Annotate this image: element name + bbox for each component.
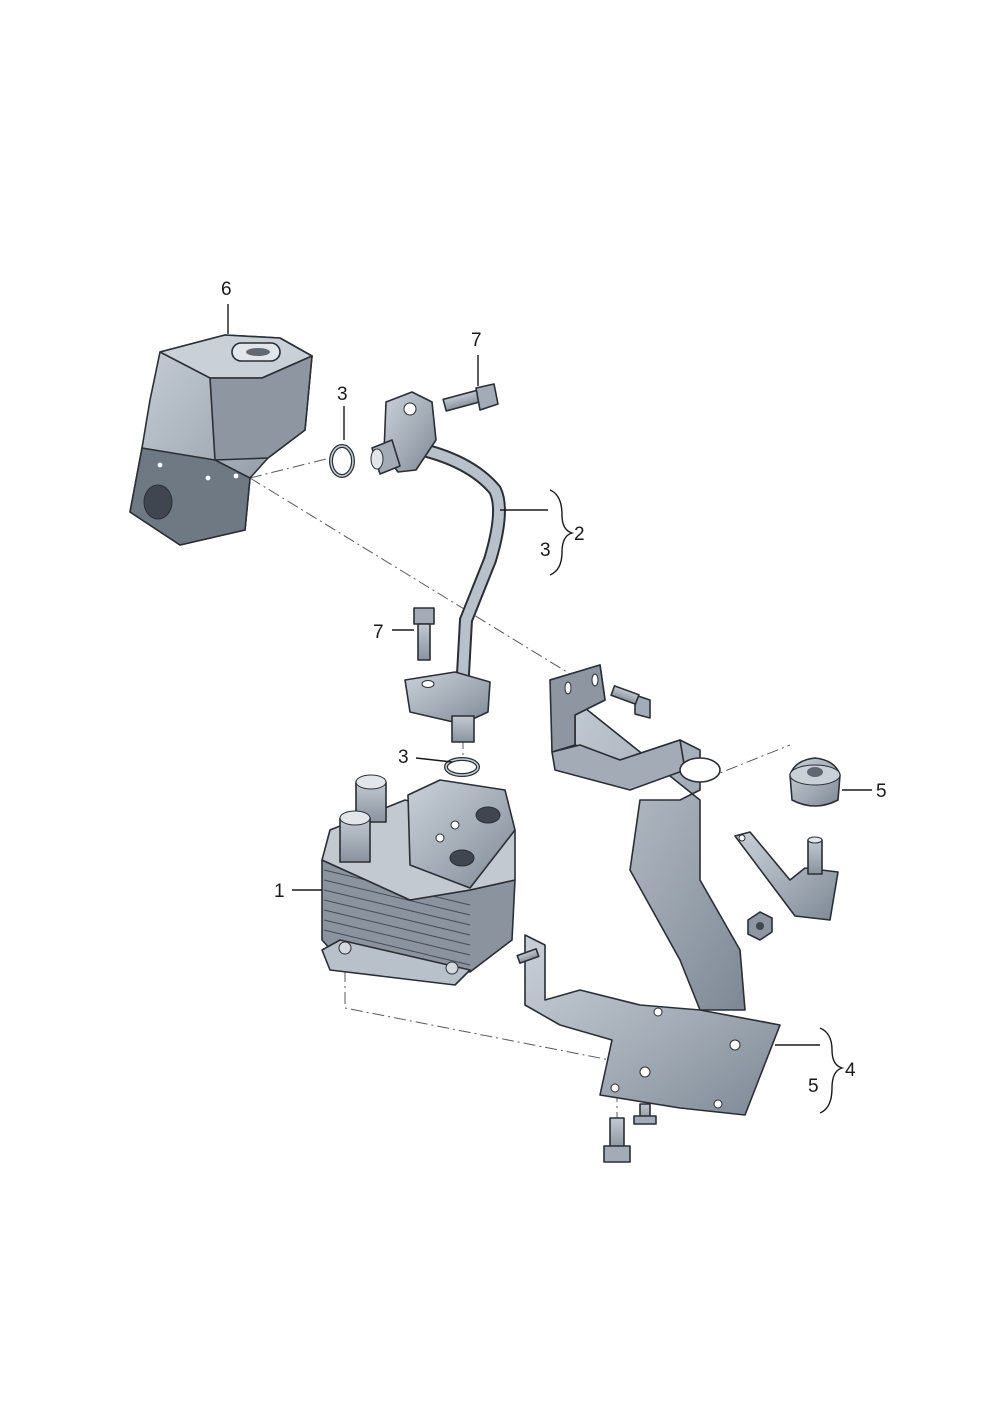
callout-7-middle: 7 (373, 622, 384, 643)
bracket-bolts (516, 685, 657, 1163)
rubber-mount-part-5 (734, 757, 841, 941)
oil-cooler-part-1 (321, 774, 516, 986)
callout-3-brace-top: 3 (540, 540, 551, 561)
callout-6: 6 (221, 279, 232, 300)
callout-1: 1 (274, 881, 285, 902)
seal-ring-middle (444, 757, 480, 777)
bracket-part-4 (524, 664, 781, 1116)
callout-5-mount: 5 (876, 781, 887, 802)
bolt-middle (413, 607, 435, 661)
leader-lines (227, 304, 872, 1114)
bolt-top (442, 383, 499, 412)
callout-5-brace: 5 (808, 1076, 819, 1097)
oil-pipe-part-2 (370, 391, 506, 743)
callout-3-seal-middle: 3 (398, 747, 409, 768)
seal-ring-top (329, 444, 355, 478)
callout-7-top: 7 (471, 330, 482, 351)
housing-block-part-6 (129, 334, 313, 546)
callout-4: 4 (845, 1060, 856, 1081)
callout-2: 2 (574, 524, 585, 545)
callout-labels: 6 7 3 2 3 7 3 5 1 4 5 (221, 279, 887, 1097)
callout-3-seal-top: 3 (337, 384, 348, 405)
